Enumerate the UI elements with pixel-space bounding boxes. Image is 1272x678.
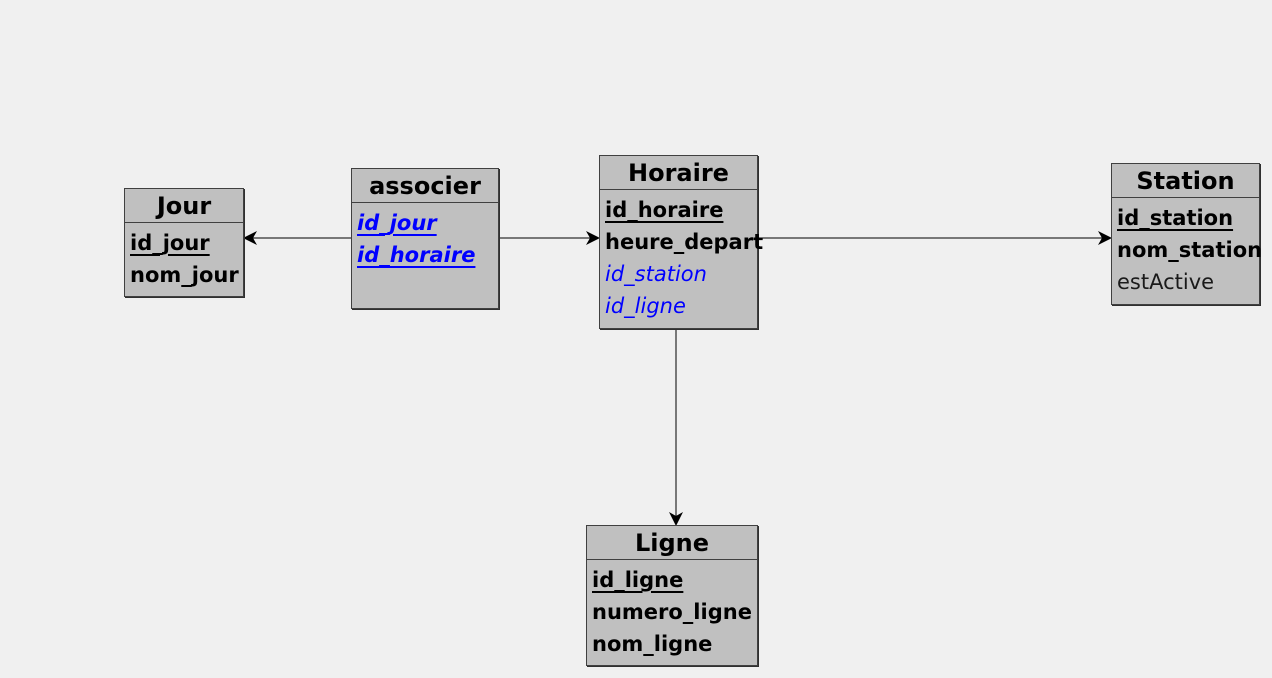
attribute-foreign-key: id_station xyxy=(605,262,707,286)
attribute: nom_station xyxy=(1117,238,1263,262)
entity-title: Horaire xyxy=(600,156,757,190)
attribute-foreign-key: id_ligne xyxy=(605,294,686,318)
attribute-primary-key: id_ligne xyxy=(592,568,684,592)
attribute-primary-key: id_station xyxy=(1117,206,1234,230)
attribute-primary-key: id_horaire xyxy=(605,198,724,222)
attribute-primary-key: id_jour xyxy=(130,231,210,255)
attribute: nom_ligne xyxy=(592,632,713,656)
entity-title: Jour xyxy=(125,189,243,223)
attribute: estActive xyxy=(1117,270,1215,294)
entity-title: Ligne xyxy=(587,526,757,560)
attribute-primary-foreign-key: id_jour xyxy=(357,211,437,235)
entity-station[interactable]: Station id_station nom_station estActive xyxy=(1111,163,1263,305)
entity-title: Station xyxy=(1112,164,1259,198)
attribute: nom_jour xyxy=(130,263,239,287)
entity-title: associer xyxy=(352,169,498,203)
attribute: numero_ligne xyxy=(592,600,752,624)
entity-jour[interactable]: Jour id_jour nom_jour xyxy=(124,188,244,297)
entity-associer[interactable]: associer id_jour id_horaire xyxy=(351,168,499,309)
attribute: heure_depart xyxy=(605,230,764,254)
attribute-primary-foreign-key: id_horaire xyxy=(357,243,476,267)
entity-horaire[interactable]: Horaire id_horaire heure_depart id_stati… xyxy=(599,155,764,329)
entity-ligne[interactable]: Ligne id_ligne numero_ligne nom_ligne xyxy=(586,525,758,666)
